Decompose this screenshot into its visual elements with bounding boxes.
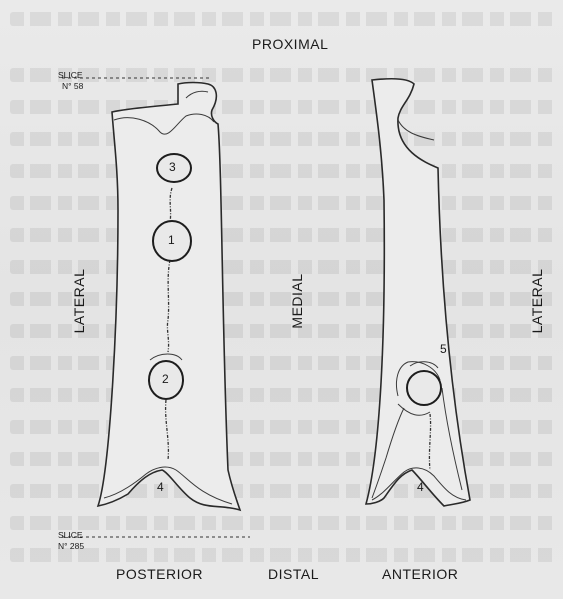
label-slice-top-word: SLICE <box>58 70 83 80</box>
marker-3: 3 <box>169 160 176 174</box>
label-lateral-right: LATERAL <box>529 263 547 339</box>
label-slice-top-num: N° 58 <box>62 81 83 91</box>
marker-1: 1 <box>168 233 175 247</box>
hole-5 <box>407 371 441 405</box>
label-lateral-left: LATERAL <box>71 263 89 339</box>
label-slice-bottom-num: N° 285 <box>58 541 84 551</box>
label-posterior: POSTERIOR <box>116 566 203 582</box>
posterior-bone <box>98 83 240 511</box>
marker-4-right: 4 <box>417 480 424 494</box>
label-medial: MEDIAL <box>289 269 307 333</box>
label-anterior: ANTERIOR <box>382 566 458 582</box>
label-proximal: PROXIMAL <box>252 36 328 52</box>
label-slice-bottom-word: SLICE <box>58 530 83 540</box>
anterior-bone <box>366 79 470 506</box>
marker-2: 2 <box>162 372 169 386</box>
anterior-proximal-inner <box>398 120 434 140</box>
marker-4-left: 4 <box>157 480 164 494</box>
label-distal: DISTAL <box>268 566 319 582</box>
marker-5: 5 <box>440 342 447 356</box>
